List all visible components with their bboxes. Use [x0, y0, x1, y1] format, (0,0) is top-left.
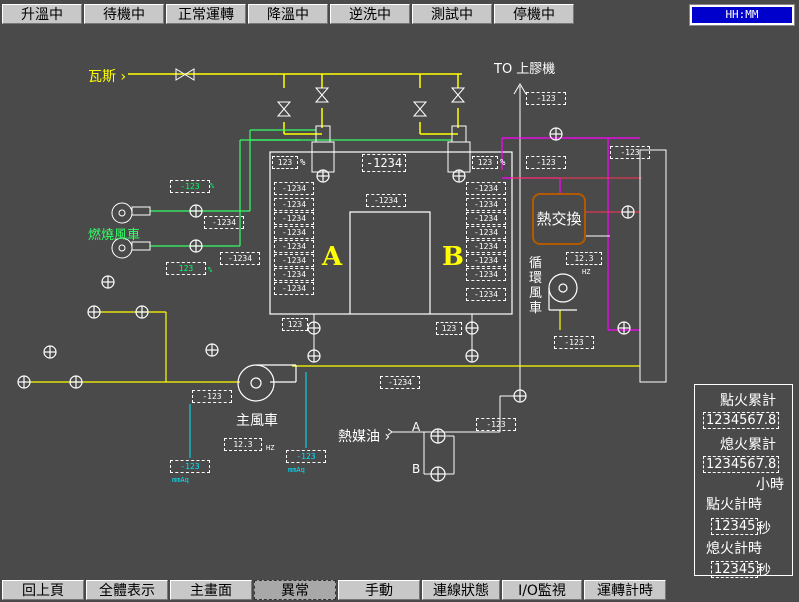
tank-b-label: B	[442, 242, 464, 272]
ignite-timer-unit: 秒	[757, 521, 771, 537]
heat-oil-reading: -123	[476, 418, 516, 431]
b-bottom-reading: 123	[436, 322, 462, 335]
center-second-reading: -1234	[366, 194, 406, 207]
burner-side-reading-2: -1234	[220, 252, 260, 265]
burner-side-reading-1: -1234	[204, 216, 244, 229]
to-glue-reading: -123	[526, 92, 566, 105]
clock-display: HH:MM	[689, 4, 795, 26]
right-column-reading-7: -1234	[466, 288, 506, 301]
left-column-reading-1: -1234	[274, 182, 314, 195]
tank-a-label: A	[322, 242, 343, 272]
burner-bottom-reading: 123	[166, 262, 206, 275]
right-column-reading-4: -1234	[466, 240, 506, 253]
hx-top-reading: -123	[526, 156, 566, 169]
left-column-reading-4: -1234	[274, 240, 314, 253]
right-column-reading-2: -1234	[466, 212, 506, 225]
pct-b-unit: %	[500, 158, 506, 168]
pressure-left-unit: mmAq	[172, 476, 189, 484]
pressure-left-reading: -123	[170, 460, 210, 473]
left-column-reading-7: -1234	[274, 282, 314, 295]
run-counters-panel	[694, 384, 793, 576]
pct-a-reading: 123	[272, 156, 298, 169]
center-top-reading: -1234	[362, 154, 406, 172]
status-standby[interactable]: 待機中	[84, 4, 164, 24]
ignite-timer-label: 點火計時	[706, 497, 762, 513]
nav-alarm-button[interactable]: 異常	[254, 580, 336, 600]
burner-top-unit: %	[210, 182, 215, 190]
right-top-reading: -123	[610, 146, 650, 159]
heat-oil-label: 熱媒油 ›	[338, 429, 391, 445]
circ-fan-label: 循環風車	[529, 256, 543, 316]
to-glue-label: TO 上膠機	[494, 62, 556, 77]
left-column-reading-5: -1234	[274, 254, 314, 267]
status-testing[interactable]: 測試中	[412, 4, 492, 24]
nav-io-monitor-button[interactable]: I/O監視	[502, 580, 582, 600]
circ-fan-hz-unit: HZ	[582, 268, 591, 276]
circ-fan-hz-reading: 12.3	[566, 252, 602, 265]
right-column-reading-8: -1234	[466, 198, 506, 211]
extinguish-timer-value: 12345	[711, 561, 759, 578]
left-column-reading-8: -1234	[274, 198, 314, 211]
main-center-reading: -1234	[380, 376, 420, 389]
left-column-reading-3: -1234	[274, 226, 314, 239]
nav-back-button[interactable]: 回上頁	[2, 580, 84, 600]
nav-manual-button[interactable]: 手動	[338, 580, 420, 600]
hours-label: 小時	[756, 477, 784, 493]
extinguish-timer-label: 熄火計時	[706, 541, 762, 557]
main-fan-left-reading: -123	[192, 390, 232, 403]
right-column-reading-3: -1234	[466, 226, 506, 239]
status-normal-run[interactable]: 正常運轉	[166, 4, 246, 24]
nav-connection-status-button[interactable]: 連線狀態	[422, 580, 500, 600]
pressure-right-reading: -123	[286, 450, 326, 463]
right-column-reading-1: -1234	[466, 182, 506, 195]
left-column-reading-2: -1234	[274, 212, 314, 225]
main-fan-hz-unit: HZ	[266, 444, 275, 452]
oil-a-label: A	[412, 420, 421, 434]
status-cooling[interactable]: 降溫中	[248, 4, 328, 24]
right-column-reading-6: -1234	[466, 268, 506, 281]
right-column-reading-5: -1234	[466, 254, 506, 267]
extinguish-timer-unit: 秒	[757, 563, 771, 579]
status-stopped[interactable]: 停機中	[494, 4, 574, 24]
a-bottom-reading: 123	[282, 318, 308, 331]
nav-main-screen-button[interactable]: 主畫面	[170, 580, 252, 600]
status-backwash[interactable]: 逆洗中	[330, 4, 410, 24]
status-heating[interactable]: 升溫中	[2, 4, 82, 24]
nav-overview-button[interactable]: 全體表示	[86, 580, 168, 600]
left-column-reading-6: -1234	[274, 268, 314, 281]
ignite-total-value: 1234567.8	[703, 412, 780, 429]
pct-b-reading: 123	[472, 156, 498, 169]
heat-exchanger[interactable]: 熱交換	[532, 193, 586, 245]
burner-top-reading: -123	[170, 180, 210, 193]
main-fan-hz-reading: 12.3	[224, 438, 262, 451]
oil-b-label: B	[412, 462, 421, 476]
main-fan-label: 主風車	[236, 413, 278, 429]
ignite-total-label: 點火累計	[720, 393, 776, 409]
ignite-timer-value: 12345	[711, 518, 759, 535]
pct-a-unit: %	[300, 158, 306, 168]
circ-fan-bottom-reading: -123	[554, 336, 594, 349]
burner-bottom-unit: %	[208, 266, 213, 274]
gas-label: 瓦斯 ›	[88, 69, 127, 85]
burner-fan-label: 燃燒風車	[88, 228, 141, 243]
extinguish-total-value: 1234567.8	[703, 456, 780, 473]
nav-run-timer-button[interactable]: 運轉計時	[584, 580, 666, 600]
extinguish-total-label: 熄火累計	[720, 437, 776, 453]
pressure-right-unit: mmAq	[288, 466, 305, 474]
